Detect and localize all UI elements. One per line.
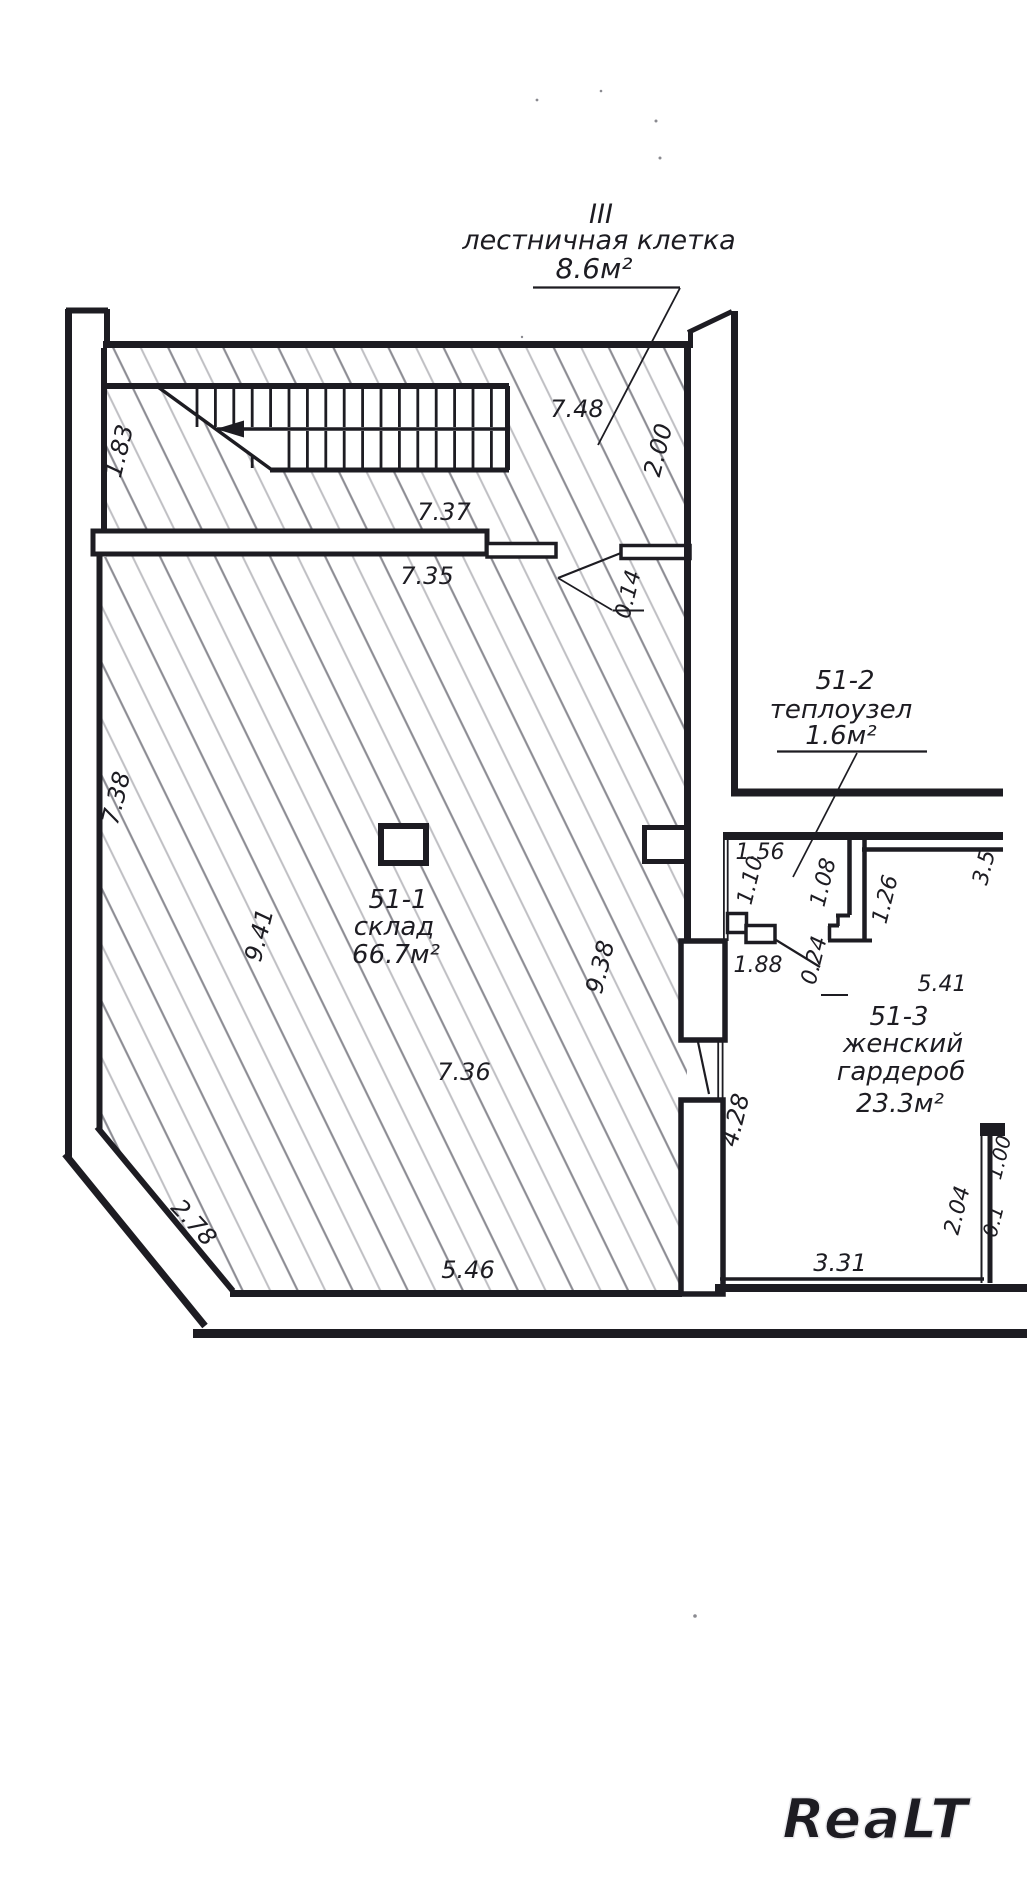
wall-chunk-upper bbox=[678, 938, 728, 1043]
door-leaf-heat bbox=[775, 939, 821, 968]
storage-room-floor-hatch bbox=[100, 557, 687, 1291]
stair-treads-upper bbox=[195, 388, 493, 427]
scan-specks bbox=[520, 89, 697, 1618]
wall-bars bbox=[90, 528, 777, 1297]
dim-edge-top: 3.5 bbox=[968, 847, 1001, 887]
watermark: ReaLT bbox=[782, 1787, 972, 1851]
room-cloak-name1: женский bbox=[842, 1029, 963, 1059]
dim-wall-step: 0.24 bbox=[797, 934, 833, 988]
room-heat-name: теплоузел bbox=[770, 695, 913, 725]
room-storage-area: 66.7м² bbox=[352, 940, 440, 970]
staircase bbox=[103, 383, 510, 473]
room-heat-id: 51-2 bbox=[815, 666, 874, 696]
title-area: 8.6м² bbox=[556, 252, 633, 285]
walls bbox=[62, 307, 1027, 1338]
dim-top-width: 7.48 bbox=[550, 395, 603, 423]
dim-heat-bottom: 1.88 bbox=[734, 953, 783, 978]
dim-heat-width: 1.56 bbox=[736, 840, 785, 865]
dim-heat-side: 1.26 bbox=[868, 873, 904, 927]
dim-room-bottom: 5.46 bbox=[441, 1256, 494, 1284]
stair-direction-arrow bbox=[216, 420, 244, 438]
dim-cloak-bottom: 3.31 bbox=[813, 1249, 866, 1277]
door-leaf-top bbox=[557, 551, 622, 580]
wall-notch bbox=[642, 825, 690, 864]
room-storage-name: склад bbox=[354, 912, 435, 942]
dim-cloak-right: 2.04 bbox=[940, 1184, 976, 1238]
wall-chunk-lower bbox=[678, 1097, 726, 1297]
dim-cloak-top: 5.41 bbox=[918, 972, 967, 997]
room-cloak-area: 23.3м² bbox=[856, 1089, 944, 1119]
dim-heat-right: 1.08 bbox=[806, 856, 842, 910]
storey-label: III bbox=[589, 199, 613, 230]
wall-header-block bbox=[980, 1123, 1005, 1136]
door-leaf-right bbox=[696, 1041, 711, 1095]
title-room-name: лестничная клетка bbox=[461, 225, 735, 256]
leaders bbox=[533, 286, 927, 996]
room-cloak-name2: гардероб bbox=[837, 1057, 966, 1087]
doors bbox=[557, 551, 821, 1095]
room-storage-id: 51-1 bbox=[368, 885, 427, 915]
room-heat-area: 1.6м² bbox=[805, 721, 876, 751]
dim-edge-mid: 1.00 bbox=[982, 1133, 1016, 1182]
dim-hall: 7.35 bbox=[400, 562, 453, 590]
column bbox=[378, 823, 429, 866]
room-cloak-id: 51-3 bbox=[869, 1002, 928, 1032]
stair-treads-lower bbox=[250, 431, 493, 468]
pilaster-b bbox=[744, 923, 777, 945]
pilaster-a bbox=[725, 911, 749, 935]
dim-room-mid: 7.36 bbox=[437, 1058, 490, 1086]
dim-hall-upper: 7.37 bbox=[417, 498, 471, 526]
